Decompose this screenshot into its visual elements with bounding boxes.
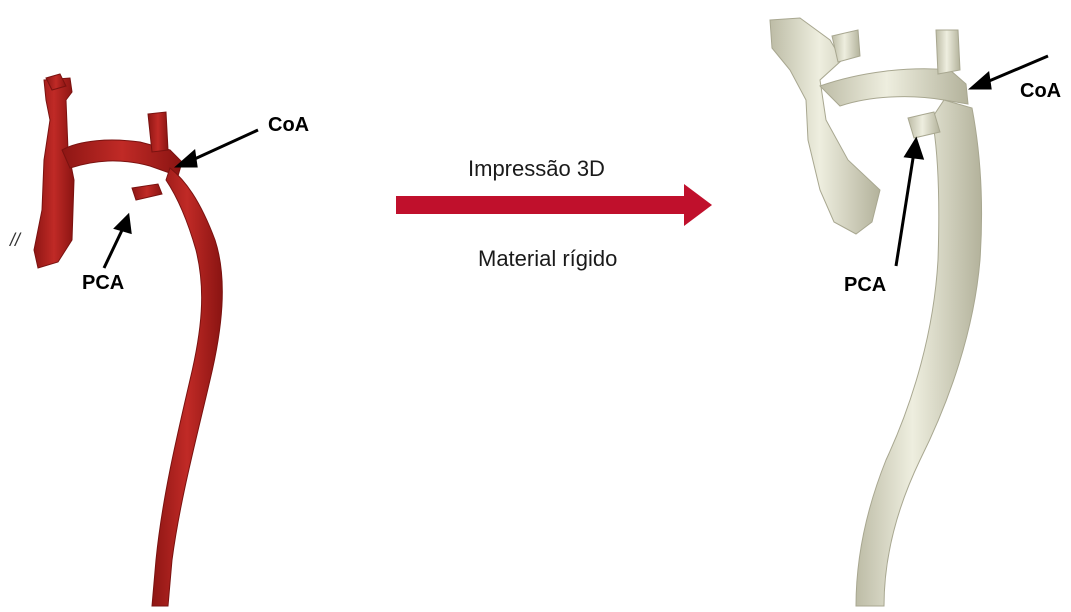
right-pca-arrow bbox=[896, 152, 914, 266]
center-arrow bbox=[396, 184, 712, 226]
left-coa-arrowhead bbox=[178, 152, 196, 166]
left-pca-arrow bbox=[104, 226, 124, 268]
left-coa-arrow bbox=[188, 130, 258, 162]
left-pca-arrowhead bbox=[116, 216, 130, 232]
right-vessel bbox=[770, 18, 982, 606]
left-coa-label: CoA bbox=[268, 114, 309, 137]
right-pca-label: PCA bbox=[844, 274, 886, 297]
center-top-text: Impressão 3D bbox=[468, 156, 605, 182]
right-coa-arrowhead bbox=[972, 74, 990, 88]
center-arrow-shaft bbox=[396, 196, 686, 214]
center-arrow-head bbox=[684, 184, 712, 226]
left-pca-label: PCA bbox=[82, 272, 124, 295]
center-bottom-text: Material rígido bbox=[478, 246, 617, 272]
right-coa-label: CoA bbox=[1020, 80, 1061, 103]
break-mark: // bbox=[10, 230, 20, 251]
right-pca-arrowhead bbox=[906, 140, 922, 158]
